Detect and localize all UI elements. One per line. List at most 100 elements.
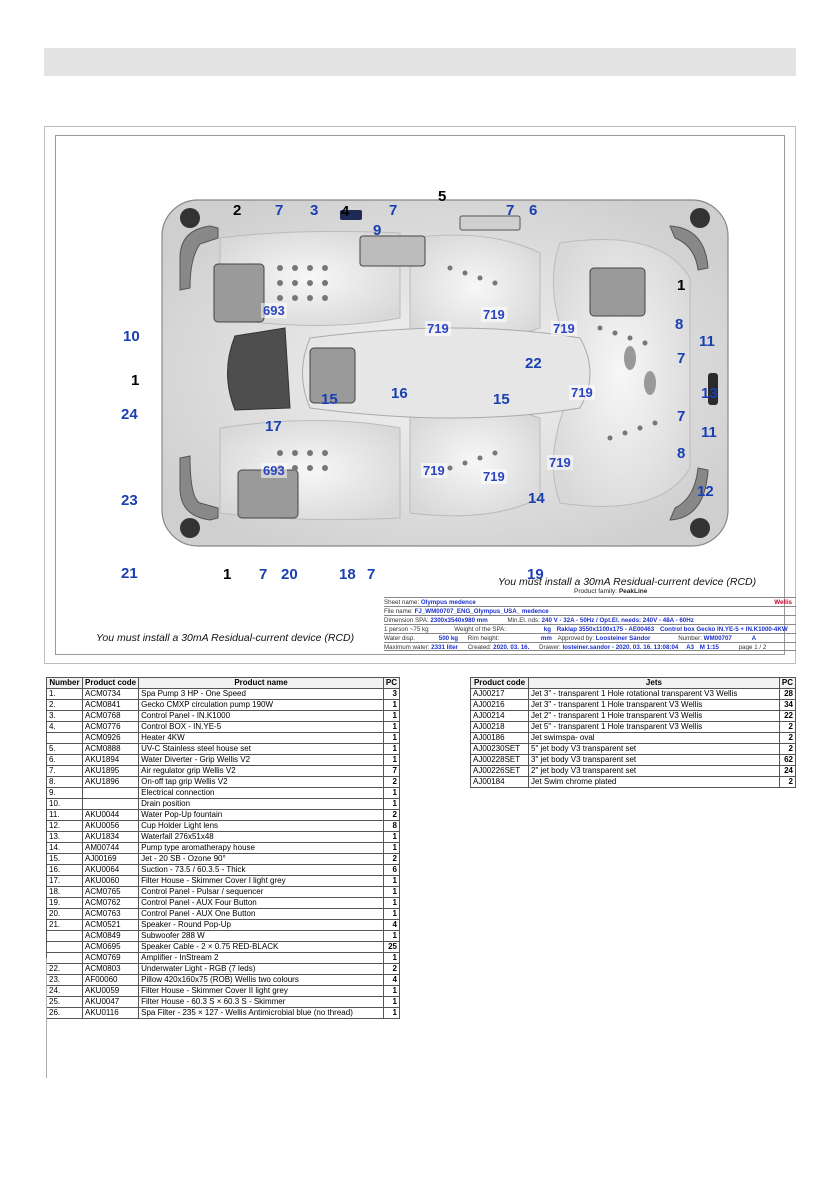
cell-pc: 1 <box>382 985 401 997</box>
cell-product-code: AKU0056 <box>81 820 140 832</box>
cell-jet-code: AJ00230SET <box>470 743 529 755</box>
cell-number: 4. <box>46 721 83 733</box>
cell-number <box>46 941 83 953</box>
cell-pc: 2 <box>382 963 401 975</box>
cell-number: 24. <box>46 985 83 997</box>
col-product-name: Product name <box>138 677 384 689</box>
cell-product-code: AKU0044 <box>81 809 140 821</box>
seat-area-top <box>219 230 401 326</box>
callout-label: 4 <box>341 203 350 220</box>
callout-label: 7 <box>389 202 398 219</box>
cell-product-name: On-off tap grip Wellis V2 <box>138 776 384 788</box>
cell-jet-code: AJ00186 <box>470 732 529 744</box>
jet-label: 719 <box>421 463 447 478</box>
jet-label: 719 <box>425 321 451 336</box>
tb-weight: 1 person ~75 kg Weight of the SPA: kg Ra… <box>384 624 796 633</box>
cell-product-code: ACM0695 <box>81 941 140 953</box>
cell-pc: 2 <box>382 809 401 821</box>
cell-product-name: Spa Filter - 235 × 127 - Wellis Antimicr… <box>138 1007 384 1019</box>
cell-product-name: Pump type aromatherapy house <box>138 842 384 854</box>
cell-product-name: Subwoofer 288 W <box>138 930 384 942</box>
cell-product-name: Control Panel - AUX Four Button <box>138 897 384 909</box>
cell-product-code: AKU0116 <box>81 1007 140 1019</box>
cell-number: 11. <box>46 809 83 821</box>
handle-bottom-left <box>179 455 219 521</box>
callout-label: 5 <box>438 188 447 205</box>
callout-label: 13 <box>701 385 718 402</box>
callout-label: 16 <box>391 385 408 402</box>
cell-product-name: Suction - 73.5 / 60.3.5 - Thick <box>138 864 384 876</box>
jet-pattern <box>277 265 658 471</box>
cell-pc: 1 <box>382 787 401 799</box>
cell-pc: 1 <box>382 710 401 722</box>
tb-created: Maximum water: 2331 liter Created: 2020.… <box>384 642 796 651</box>
callout-label: 19 <box>527 566 544 583</box>
cell-number <box>46 732 83 744</box>
cell-jet-name: Jet 3" - transparent 1 Hole transparent … <box>528 699 780 711</box>
cell-product-name: Amplifier - InStream 2 <box>138 952 384 964</box>
cell-product-code: ACM0768 <box>81 710 140 722</box>
cell-product-code: AM00744 <box>81 842 140 854</box>
cell-number <box>46 952 83 964</box>
cell-number: 20. <box>46 908 83 920</box>
cell-product-code: AKU0064 <box>81 864 140 876</box>
lounger-bottom <box>409 406 541 517</box>
handle-bottom-right <box>669 467 709 521</box>
margin-line <box>46 958 47 1078</box>
cell-pc: 1 <box>382 842 401 854</box>
callout-label: 7 <box>275 202 284 219</box>
cell-product-code: ACM0888 <box>81 743 140 755</box>
jet-label: 693 <box>261 463 287 478</box>
cell-product-name: Speaker - Round Pop-Up <box>138 919 384 931</box>
callout-label: 11 <box>699 333 715 350</box>
cell-pc: 25 <box>382 941 401 953</box>
cell-jet-name: 2" jet body V3 transparent set <box>528 765 780 777</box>
cell-pc: 1 <box>382 831 401 843</box>
cell-pc: 1 <box>382 721 401 733</box>
cell-number: 3. <box>46 710 83 722</box>
callout-label: 21 <box>121 565 138 582</box>
cell-number: 18. <box>46 886 83 898</box>
callout-label: 7 <box>677 350 686 367</box>
oval-jet-top <box>624 346 636 370</box>
cell-jet-name: Jet 2" - transparent 1 Hole transparent … <box>528 710 780 722</box>
callout-label: 11 <box>701 424 717 441</box>
cell-product-name: Waterfall 276x51x48 <box>138 831 384 843</box>
cell-product-name: Control Panel - AUX One Button <box>138 908 384 920</box>
col-product-code: Product code <box>81 677 140 689</box>
corner-speaker-br <box>690 518 710 538</box>
control-panel <box>340 210 362 220</box>
cell-number: 5. <box>46 743 83 755</box>
cell-pc: 4 <box>382 974 401 986</box>
callout-label: 8 <box>675 316 684 333</box>
footwell <box>302 327 591 419</box>
cell-number: 21. <box>46 919 83 931</box>
cell-pc: 1 <box>382 1007 401 1019</box>
cell-product-name: Heater 4KW <box>138 732 384 744</box>
cell-jet-pc: 2 <box>778 743 797 755</box>
cell-pc: 1 <box>382 930 401 942</box>
cell-product-name: Filter House - Skimmer Cover II light gr… <box>138 985 384 997</box>
cell-product-code: AKU0060 <box>81 875 140 887</box>
cell-jet-name: Jet swimspa- oval <box>528 732 780 744</box>
cell-product-name: Water Diverter - Grip Wellis V2 <box>138 754 384 766</box>
rcd-note-secondary: You must install a 30mA Residual-current… <box>498 576 757 588</box>
cell-product-code: AKU1894 <box>81 754 140 766</box>
tb-dimension: Dimension SPA: 2300x3540x980 mm Min.El. … <box>384 615 796 624</box>
cell-product-name: Cup Holder Light lens <box>138 820 384 832</box>
cell-product-name: Drain position <box>138 798 384 810</box>
cell-product-code: ACM0763 <box>81 908 140 920</box>
cell-number: 26. <box>46 1007 83 1019</box>
col-number: Number <box>46 677 83 689</box>
cell-number: 1. <box>46 688 83 700</box>
